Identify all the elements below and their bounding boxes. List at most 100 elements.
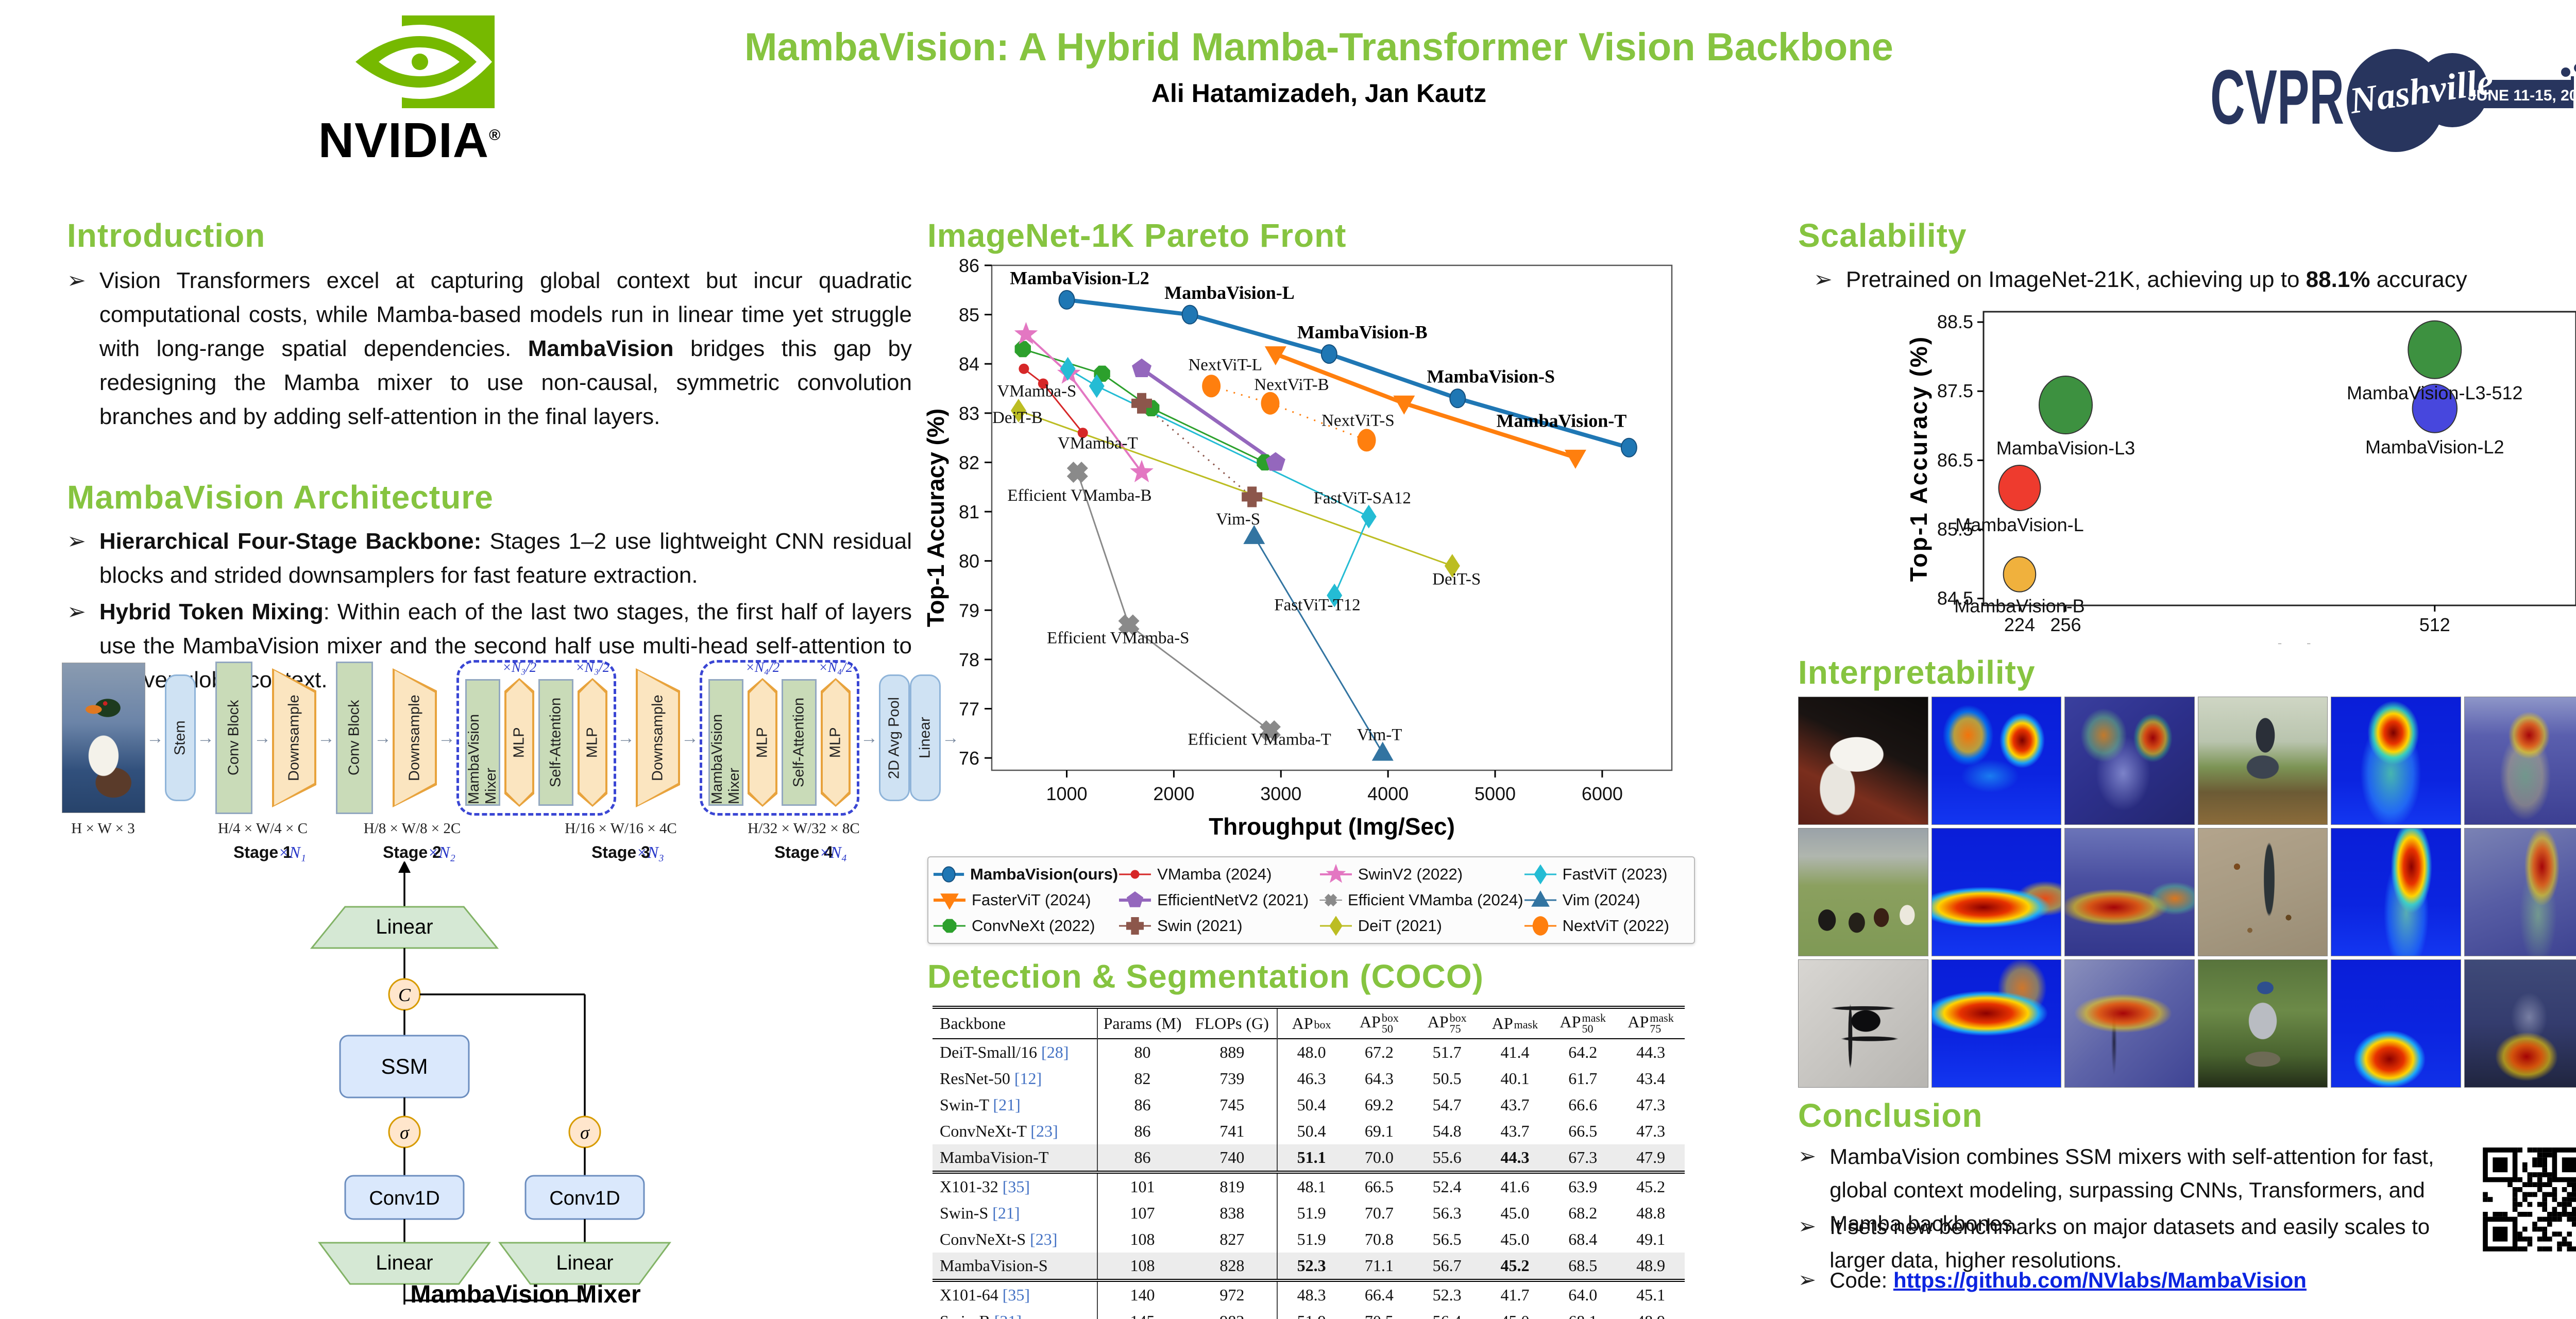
table-cell: 52.3 [1432, 1285, 1462, 1304]
poodle-photo [1798, 697, 1928, 825]
block-label: MLP [827, 727, 844, 758]
table-cell: 44.3 [1636, 1042, 1666, 1061]
conclusion-bullet-1: ➢ MambaVision combines SSM mixers with s… [1798, 1140, 2437, 1240]
table-cell: 739 [1187, 1065, 1278, 1092]
citation-ref: [23] [1030, 1121, 1058, 1140]
conclusion-text-2: It sets new benchmarks on major datasets… [1829, 1214, 2430, 1273]
svg-text:Conv1D: Conv1D [369, 1188, 439, 1209]
snake-photo [2197, 828, 2328, 956]
spider-photo [1798, 959, 1928, 1088]
table-cell: 48.1 [1297, 1177, 1326, 1196]
table-cell: 48.8 [1636, 1203, 1666, 1222]
svg-text:87.5: 87.5 [1937, 380, 1973, 401]
table-cell: 45.0 [1500, 1203, 1530, 1222]
svg-text:Vim-S: Vim-S [1216, 510, 1260, 529]
table-cell: 66.4 [1364, 1285, 1394, 1304]
legend-marker-icon [1524, 916, 1556, 936]
svg-text:76: 76 [959, 748, 979, 769]
svg-text:82: 82 [959, 452, 979, 473]
flow-arrow-icon: → [374, 728, 392, 748]
table-cell: 50.4 [1297, 1095, 1326, 1114]
svg-text:Resolution: Resolution [2218, 639, 2341, 644]
flow-arrow-icon: → [197, 728, 214, 748]
svg-text:Linear: Linear [556, 1252, 613, 1274]
legend-marker-icon [1119, 870, 1151, 879]
backbone-name: MambaVision-T [933, 1144, 1098, 1172]
table-cell: 68.1 [1549, 1308, 1617, 1319]
registered-mark: ® [489, 127, 501, 144]
bullet-arrow-icon: ➢ [1798, 1214, 1817, 1238]
table-cell: 740 [1187, 1144, 1278, 1172]
pipeline-block-self-attention: Self-Attention [782, 679, 817, 806]
legend-label: NextViT (2022) [1562, 917, 1669, 935]
table-cell: 64.0 [1568, 1285, 1598, 1304]
flow-arrow-icon: → [942, 728, 959, 748]
dimension-label: H/16 × W/16 × 4C [565, 820, 677, 837]
table-cell: 67.2 [1364, 1042, 1394, 1061]
legend-item-efficientnetv2-2021-: EfficientNetV2 (2021) [1118, 888, 1319, 912]
legend-marker-icon [1119, 891, 1151, 907]
repeat-annotation: ×N₄/2 [818, 660, 853, 675]
bullet-arrow-icon: ➢ [67, 599, 86, 624]
pipeline-block-downsample: Downsample [393, 668, 437, 807]
svg-text:MambaVision-T: MambaVision-T [1497, 411, 1627, 431]
github-link[interactable]: https://github.com/NVlabs/MambaVision [1893, 1268, 2307, 1292]
svg-text:86.5: 86.5 [1937, 449, 1973, 470]
table-cell: 46.3 [1297, 1069, 1326, 1088]
block-label: MLP [584, 727, 601, 758]
svg-text:C: C [398, 985, 411, 1005]
table-cell: 52.4 [1432, 1177, 1462, 1196]
table-cell: 69.2 [1364, 1095, 1394, 1114]
table-cell: 41.7 [1500, 1285, 1530, 1304]
table-cell: 49.1 [1636, 1229, 1666, 1248]
legend-item-efficient-vmamba-2024-: Efficient VMamba (2024) [1319, 888, 1523, 912]
chickens-attention-overlay [2064, 828, 2195, 956]
table-cell: 64.3 [1364, 1069, 1394, 1088]
legend-label: Swin (2021) [1157, 917, 1243, 935]
svg-text:Linear: Linear [376, 916, 433, 938]
svg-text:224: 224 [2004, 614, 2035, 635]
poster-authors: Ali Hatamizadeh, Jan Kautz [1151, 79, 1487, 108]
flow-arrow-icon: → [317, 728, 335, 748]
repeat-annotation: ×N₃/2 [575, 660, 610, 675]
block-label: MambaVision Mixer [709, 714, 742, 804]
svg-text:3000: 3000 [1260, 783, 1301, 804]
bullet-arrow-icon: ➢ [67, 529, 86, 554]
table-cell: 838 [1187, 1199, 1278, 1226]
svg-text:VMamba-S: VMamba-S [997, 382, 1076, 400]
citation-ref: [35] [1002, 1285, 1030, 1304]
pareto-heading: ImageNet-1K Pareto Front [927, 217, 1347, 254]
table-cell: 982 [1187, 1308, 1278, 1319]
legend-label: VMamba (2024) [1157, 865, 1272, 883]
backbone-name: X101-32 [35] [933, 1172, 1098, 1200]
table-cell: 43.4 [1636, 1069, 1666, 1088]
svg-text:MambaVision-L3: MambaVision-L3 [1996, 437, 2135, 459]
pipeline-block-conv-block: Conv Block [336, 662, 373, 814]
svg-text:FastViT-SA12: FastViT-SA12 [1314, 489, 1411, 508]
table-cell: 86 [1134, 1147, 1151, 1166]
table-cell: 69.1 [1364, 1121, 1394, 1140]
block-label: Downsample [285, 695, 302, 781]
table-cell: 47.3 [1636, 1121, 1666, 1140]
svg-text:88.5: 88.5 [1937, 311, 1973, 332]
svg-text:1000: 1000 [1046, 783, 1087, 804]
table-header-cell: Backbone [933, 1007, 1098, 1039]
legend-item-vmamba-2024-: VMamba (2024) [1118, 863, 1319, 886]
table-cell: 56.4 [1413, 1308, 1481, 1319]
legend-label: Efficient VMamba (2024) [1347, 891, 1523, 909]
legend-marker-icon [933, 866, 964, 883]
table-cell: 48.9 [1636, 1256, 1666, 1275]
man-with-turtle-attention-heatmap [2331, 959, 2461, 1088]
svg-text:DeiT-B: DeiT-B [992, 409, 1043, 427]
legend-marker-icon [1119, 917, 1151, 935]
cvpr-dates: JUNE 11-15, 2025 [2468, 87, 2576, 104]
legend-label: MambaVision(ours) [970, 865, 1118, 883]
man-with-turtle-attention-overlay [2464, 959, 2576, 1088]
